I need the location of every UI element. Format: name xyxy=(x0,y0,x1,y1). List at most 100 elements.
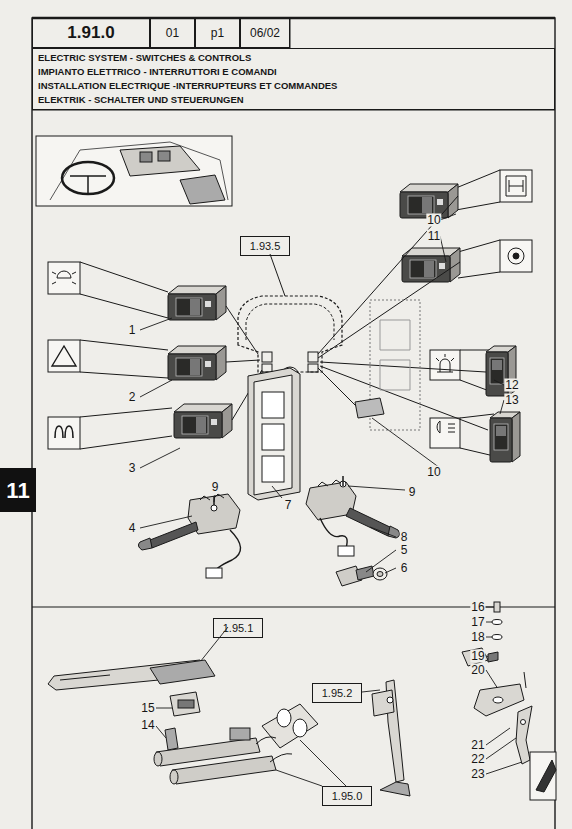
callout-number: 22 xyxy=(470,753,485,766)
switch-bracket xyxy=(530,752,556,800)
rocker-switch xyxy=(168,286,226,320)
callout-number: 9 xyxy=(408,486,417,499)
cell-text: 1.95.0 xyxy=(332,789,363,803)
master-cylinder xyxy=(154,704,318,784)
tractor-inset xyxy=(120,146,200,176)
leader-line xyxy=(372,214,504,468)
cell-text: 1.95.2 xyxy=(322,686,353,700)
dashboard xyxy=(262,364,272,372)
callout-number: 23 xyxy=(470,768,485,781)
dashboard xyxy=(318,196,488,430)
callout-number: 7 xyxy=(284,499,293,512)
tractor-inset xyxy=(62,162,114,194)
cell-text: 11 xyxy=(6,478,29,503)
switch-bracket xyxy=(492,635,502,640)
switch-panel xyxy=(262,424,284,450)
stalk-switch xyxy=(138,476,399,578)
dashboard xyxy=(380,320,410,390)
handbrake-lever xyxy=(178,700,194,708)
stalk-switch xyxy=(138,538,152,550)
dashboard xyxy=(226,196,488,430)
title-line: INSTALLATION ELECTRIQUE -INTERRUPTEURS E… xyxy=(38,79,337,93)
ignition-key xyxy=(377,572,383,577)
switch-bracket xyxy=(474,684,524,716)
switch-panel xyxy=(262,456,284,482)
cell-text: 1.93.5 xyxy=(250,239,281,253)
ignition-key xyxy=(336,566,387,586)
switch-icons xyxy=(506,176,526,196)
master-cylinder xyxy=(293,719,307,737)
master-cylinder xyxy=(262,704,318,748)
leader-line xyxy=(140,214,522,786)
switch-bracket xyxy=(488,652,498,662)
callout-number: 12 xyxy=(504,379,519,392)
cell-text: 01 xyxy=(166,26,179,41)
stalk-switch xyxy=(318,480,342,486)
stalk-switch xyxy=(150,522,198,548)
ignition-key xyxy=(373,568,387,580)
callout-number: 15 xyxy=(140,702,155,715)
stalk-switch xyxy=(214,530,241,574)
reference-box: 1.93.5 xyxy=(240,236,290,256)
rocker-switch xyxy=(402,248,460,282)
dashboard xyxy=(270,254,285,296)
switch-bracket xyxy=(462,602,556,800)
switch-bracket xyxy=(494,602,500,612)
stalk-switch xyxy=(338,546,354,556)
switch-icons xyxy=(437,421,455,433)
rocker-switch xyxy=(168,184,520,462)
page-frame xyxy=(32,18,555,829)
title-line: ELEKTRIK - SCHALTER UND STEUERUNGEN xyxy=(38,93,244,107)
callout-number: 10 xyxy=(426,466,441,479)
reference-box: 1.95.0 xyxy=(322,786,372,806)
stalk-switch xyxy=(320,518,347,548)
tractor-inset xyxy=(87,176,89,194)
switch-icons xyxy=(458,240,500,278)
callout-number: 1 xyxy=(128,324,137,337)
dashboard xyxy=(308,352,318,362)
rocker-switch xyxy=(490,412,520,462)
tractor-inset xyxy=(158,151,170,161)
reference-box: 1.95.1 xyxy=(213,618,263,638)
callout-number: 5 xyxy=(400,544,409,557)
brake-pedal xyxy=(387,697,393,703)
stalk-switch xyxy=(214,476,343,505)
title-line: ELECTRIC SYSTEM - SWITCHES & CONTROLS xyxy=(38,51,251,65)
cell-text: 1.91.0 xyxy=(67,23,114,43)
header-cell: 06/02 xyxy=(240,18,290,48)
cell-text: p1 xyxy=(211,26,224,41)
master-cylinder xyxy=(170,770,178,784)
switch-bracket xyxy=(536,760,556,792)
switch-icons xyxy=(80,408,172,449)
callout-number: 11 xyxy=(427,230,441,243)
page-number-cell: 1.91.0 xyxy=(32,18,150,48)
tractor-inset xyxy=(36,136,232,206)
brake-pedal xyxy=(380,782,410,796)
switch-icons xyxy=(55,426,73,438)
dashboard xyxy=(262,352,272,362)
dashboard xyxy=(308,364,318,372)
switch-icons xyxy=(513,253,519,259)
switch-icons xyxy=(500,240,532,272)
callout-number: 13 xyxy=(504,394,519,407)
header-cell: p1 xyxy=(195,18,240,48)
brake-pedal xyxy=(372,690,394,716)
callout-number: 17 xyxy=(470,616,485,629)
reference-box: 1.95.2 xyxy=(312,683,362,703)
tractor-inset xyxy=(140,152,152,162)
handbrake-lever xyxy=(165,728,178,750)
tractor-inset xyxy=(180,175,225,204)
callout-number: 4 xyxy=(128,522,137,535)
cell-text: 06/02 xyxy=(250,26,280,41)
cell-text: 1.95.1 xyxy=(223,621,254,635)
callout-number: 9 xyxy=(211,481,220,494)
title-block: ELECTRIC SYSTEM - SWITCHES & CONTROLSIMP… xyxy=(32,48,555,110)
switch-icons xyxy=(52,346,76,366)
stalk-switch xyxy=(346,508,392,536)
switch-bracket xyxy=(521,720,526,725)
handbrake-lever xyxy=(48,660,215,760)
leader-line xyxy=(140,318,192,528)
handbrake-lever xyxy=(150,660,215,684)
callout-number: 10 xyxy=(426,214,441,227)
callout-number: 6 xyxy=(400,562,409,575)
